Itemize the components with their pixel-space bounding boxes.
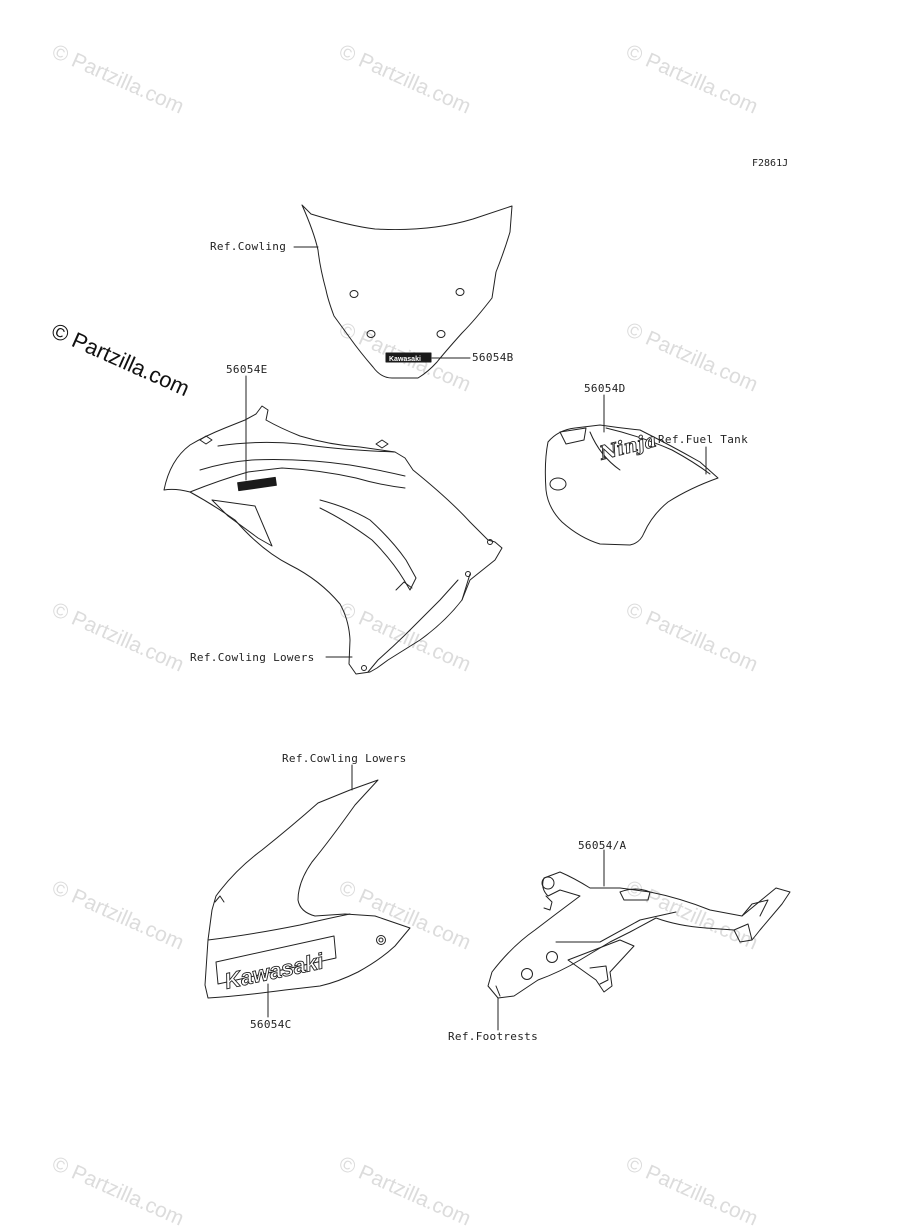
decal-56054c[interactable]: [215, 935, 337, 985]
label-56054d[interactable]: 56054D: [584, 382, 626, 395]
parts-diagram: © Partzilla.com © Partzilla.com © Partzi…: [48, 40, 791, 1231]
label-56054e[interactable]: 56054E: [226, 363, 268, 376]
label-56054b[interactable]: 56054B: [472, 351, 514, 364]
fuel-tank-cover-part[interactable]: [544, 424, 719, 546]
decal-kawasaki-small-text: Kawasaki: [389, 356, 421, 363]
footrest-bracket-part[interactable]: [487, 871, 791, 999]
decal-56054b[interactable]: [385, 352, 432, 363]
windshield-part[interactable]: [301, 204, 513, 379]
lower-cowling-part[interactable]: [204, 779, 411, 999]
diagram-code: F2861J: [752, 158, 789, 169]
label-56054a[interactable]: 56054/A: [578, 839, 627, 852]
label-56054c[interactable]: 56054C: [250, 1018, 292, 1031]
decal-ninja-text: Ninja: [597, 429, 659, 465]
label-ref-cowling-lowers-1[interactable]: Ref.Cowling Lowers: [190, 651, 315, 664]
upper-cowling-part[interactable]: [163, 405, 503, 675]
diagram-drawing: Kawasaki Ninja Kawasaki: [163, 204, 791, 1031]
decal-56054e[interactable]: [237, 476, 277, 492]
label-ref-fuel-tank[interactable]: Ref.Fuel Tank: [658, 433, 748, 446]
label-ref-cowling[interactable]: Ref.Cowling: [210, 240, 287, 253]
label-ref-cowling-lowers-2[interactable]: Ref.Cowling Lowers: [282, 752, 407, 765]
label-ref-footrests[interactable]: Ref.Footrests: [448, 1030, 538, 1043]
